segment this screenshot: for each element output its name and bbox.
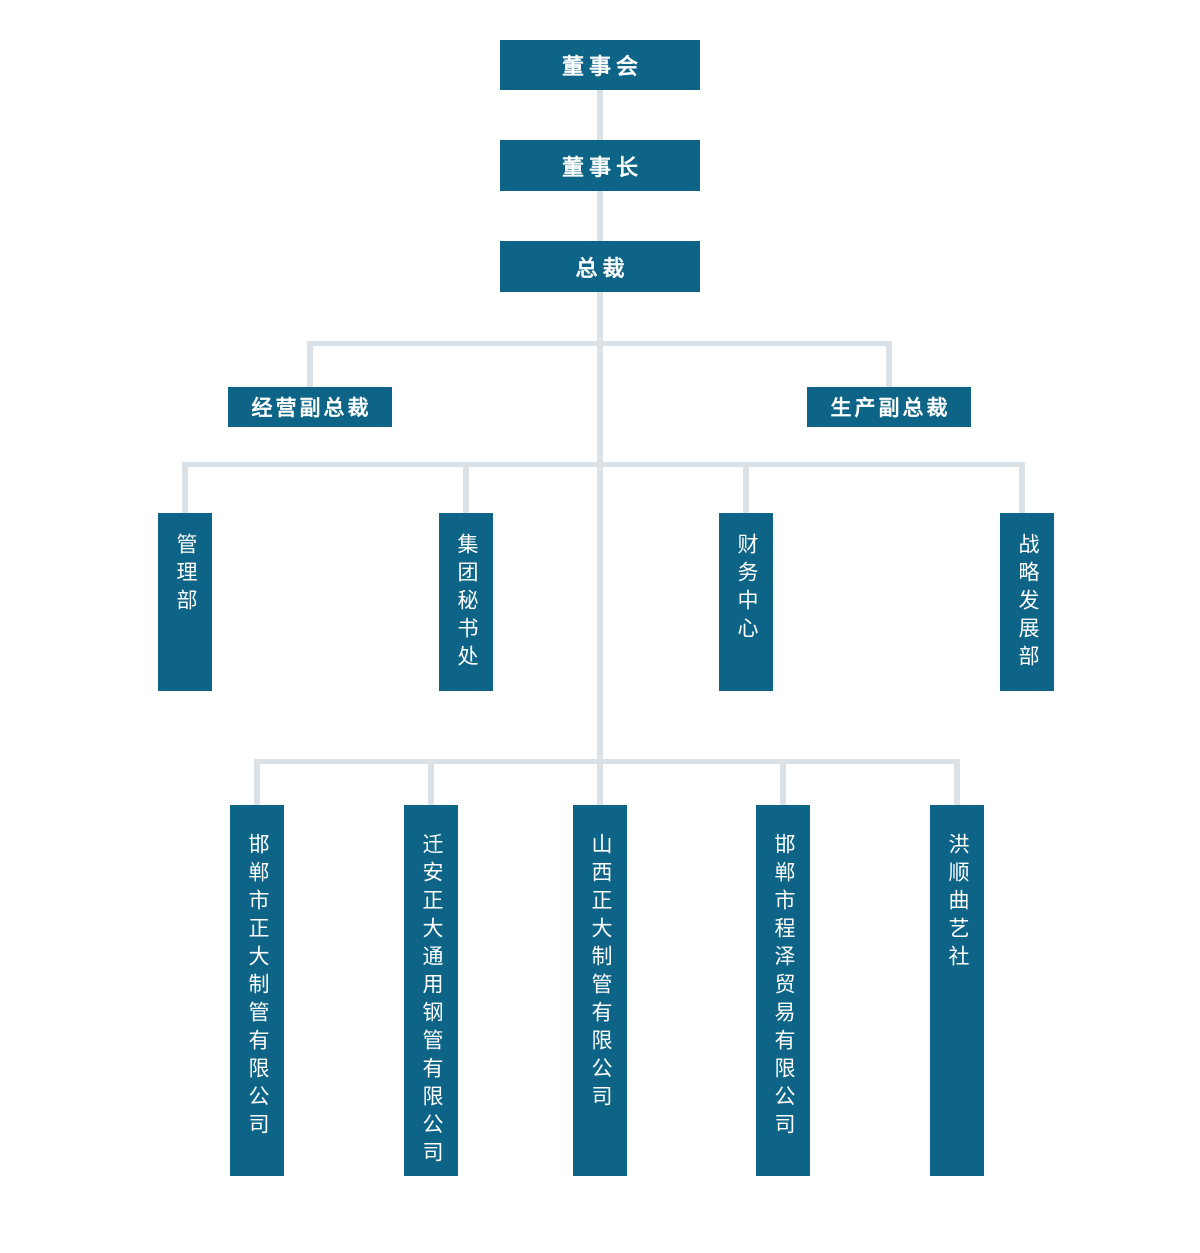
org-node-dept-finance-center: 财务中心 xyxy=(719,513,773,691)
connector-drop-sub-handan-zhengda xyxy=(254,759,260,805)
org-node-president: 总裁 xyxy=(500,241,700,292)
connector-drop-dept-group-secretariat xyxy=(463,462,469,513)
connector-president-spine xyxy=(597,292,603,805)
connector-level6-hline xyxy=(254,759,960,764)
connector-board-chairman xyxy=(597,90,603,140)
connector-chairman-president xyxy=(597,191,603,241)
connector-level5-hline xyxy=(182,462,1025,467)
org-node-sub-handan-chengze-trading: 邯郸市程泽贸易有限公司 xyxy=(756,805,810,1176)
org-node-dept-group-secretariat: 集团秘书处 xyxy=(439,513,493,691)
org-node-chairman: 董事长 xyxy=(500,140,700,191)
connector-drop-dept-finance-center xyxy=(743,462,749,513)
connector-level4-hline xyxy=(307,341,892,346)
org-node-dept-strategic-development: 战略发展部 xyxy=(1000,513,1054,691)
org-node-sub-handan-zhengda-pipe: 邯郸市正大制管有限公司 xyxy=(230,805,284,1176)
connector-drop-dept-management xyxy=(182,462,188,513)
org-node-sub-hongshun-quyi-club: 洪顺曲艺社 xyxy=(930,805,984,1176)
connector-drop-dept-strategic-development xyxy=(1019,462,1025,513)
org-node-board: 董事会 xyxy=(500,40,700,90)
org-node-dept-management: 管理部 xyxy=(158,513,212,691)
org-node-sub-shanxi-zhengda-pipe: 山西正大制管有限公司 xyxy=(573,805,627,1176)
connector-drop-sub-handan-chengze xyxy=(780,759,786,805)
org-node-vp-operations: 经营副总裁 xyxy=(228,387,392,427)
connector-drop-vp-production xyxy=(886,341,892,387)
connector-drop-sub-qianan-zhengda xyxy=(428,759,434,805)
connector-drop-sub-hongshun xyxy=(954,759,960,805)
org-node-sub-qianan-zhengda-steel-pipe: 迁安正大通用钢管有限公司 xyxy=(404,805,458,1176)
connector-drop-vp-operations xyxy=(307,341,313,387)
org-node-vp-production: 生产副总裁 xyxy=(807,387,971,427)
